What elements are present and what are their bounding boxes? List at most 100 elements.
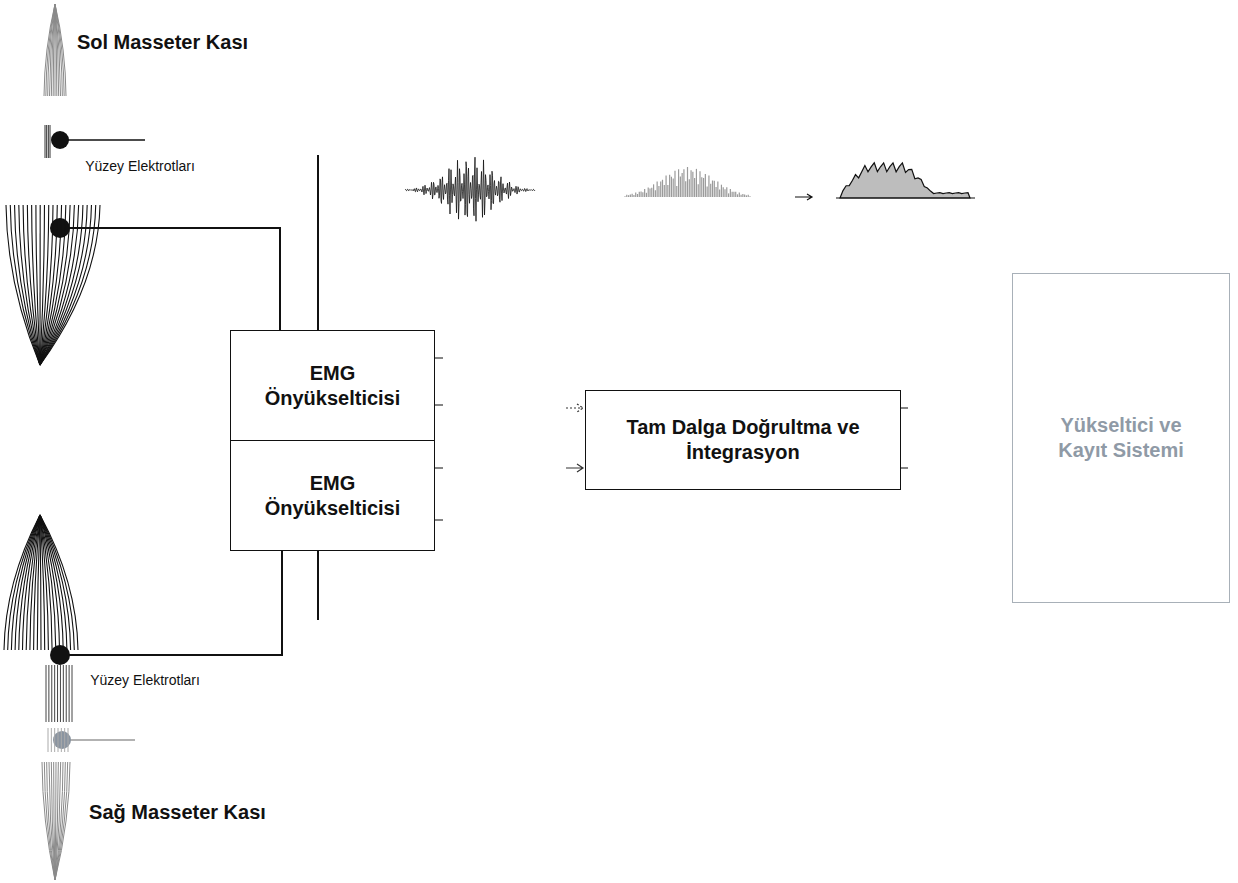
muscle-fiber [54,762,55,880]
rectified-wave [682,173,683,197]
rectified-wave [712,180,713,197]
muscle-fiber [44,4,55,96]
rectified-wave [714,181,715,197]
rectified-wave [723,187,724,197]
electrode-wire [60,228,280,330]
muscle-fiber [40,205,87,365]
rectified-wave [694,178,695,197]
rectified-wave [707,186,708,197]
rectified-wave [644,189,645,197]
rectified-wave [748,195,749,197]
rectified-wave [698,184,699,197]
muscle-fiber [46,4,55,96]
muscle-fiber [45,125,46,158]
muscle-fiber [19,205,40,365]
muscle-fiber [27,205,40,365]
muscle-fiber [55,4,62,96]
box-label: EMG Önyükselticisi [250,361,415,411]
rectified-wave [671,177,672,197]
muscle-fiber [68,728,69,752]
muscle-fiber [61,728,62,752]
muscle-fiber [32,205,40,365]
electrode-dot [51,131,69,149]
rectified-wave [648,187,649,197]
rectified-wave [692,172,693,197]
rectified-wave [717,181,718,197]
muscle-fiber [51,4,55,96]
muscle-fiber [8,515,40,650]
rectified-wave [673,179,674,197]
rectified-wave [721,185,722,197]
rectified-wave [715,187,716,197]
rectified-wave [683,169,684,197]
rectified-wave [732,192,733,197]
muscle-fiber [50,4,56,96]
rectified-wave [630,195,631,197]
muscle-fiber [40,205,74,365]
box-label: Yükseltici ve Kayıt Sistemi [1051,413,1191,463]
rectified-wave [699,171,700,197]
muscle-fiber [54,665,55,722]
rectified-wave [690,170,691,197]
rectified-wave [744,194,745,197]
muscle-fiber [47,762,55,880]
muscle-fiber [72,665,73,722]
rectified-wave [701,177,702,197]
signal-waveforms [405,157,975,221]
muscle-fiber [51,762,55,880]
rectified-wave [740,195,741,197]
muscle-fiber [34,515,40,650]
muscle-fiber [39,205,40,365]
rectified-wave [728,193,729,197]
muscle-fiber [53,4,55,96]
rectified-wave [632,194,633,197]
rectified-wave [680,176,681,197]
electrode-wire [62,739,135,741]
rectified-wave [637,194,638,197]
rectified-wave [669,175,670,197]
box-label: EMG Önyükselticisi [250,471,415,521]
muscle-label: Sol Masseter Kası [75,30,250,55]
rectified-wave [660,182,661,197]
rectified-wave [749,196,750,198]
rectified-wave [730,189,731,197]
muscle-fiber [11,515,40,650]
muscle-label: Sağ Masseter Kası [85,800,270,825]
electrode-label: Yüzey Elektrotları [75,672,215,690]
rectifier-box: Tam Dalga Doğrultma ve İntegrasyon [585,390,901,490]
rectified-wave [676,186,677,197]
rectified-wave [662,180,663,197]
rectified-wave [726,187,727,197]
rectified-wave [678,169,679,197]
signal-arrow [795,194,812,200]
rectified-wave [639,192,640,197]
muscle-fiber [23,205,40,365]
rectified-wave [635,193,636,197]
rectified-wave [646,193,647,197]
muscle-fiber [40,205,96,365]
rectified-wave [735,192,736,197]
muscle-fiber [48,125,49,158]
muscle-fiber [40,205,100,365]
input-arrow [566,404,583,472]
rectified-wave [737,194,738,197]
rectified-wave [689,179,690,197]
rectified-wave [633,195,634,197]
muscle-fiber [48,4,55,96]
box-label: Tam Dalga Doğrultma ve İntegrasyon [623,415,863,465]
preamplifier-box: EMG Önyükselticisi [230,440,435,551]
muscle-fiber [49,762,55,880]
muscle-fiber [15,515,40,650]
raw-emg-wave [405,157,535,221]
rectified-wave [657,182,658,197]
rectified-wave [665,175,666,197]
muscle-fiber [58,728,59,752]
rectified-wave [687,167,688,197]
rectified-wave [696,169,697,197]
muscle-fiber [42,762,55,880]
muscle-fiber [51,665,52,722]
baseline [836,197,975,198]
muscle-fiber [60,665,61,722]
muscle-fiber [4,515,40,650]
muscle-fiber [40,515,74,650]
